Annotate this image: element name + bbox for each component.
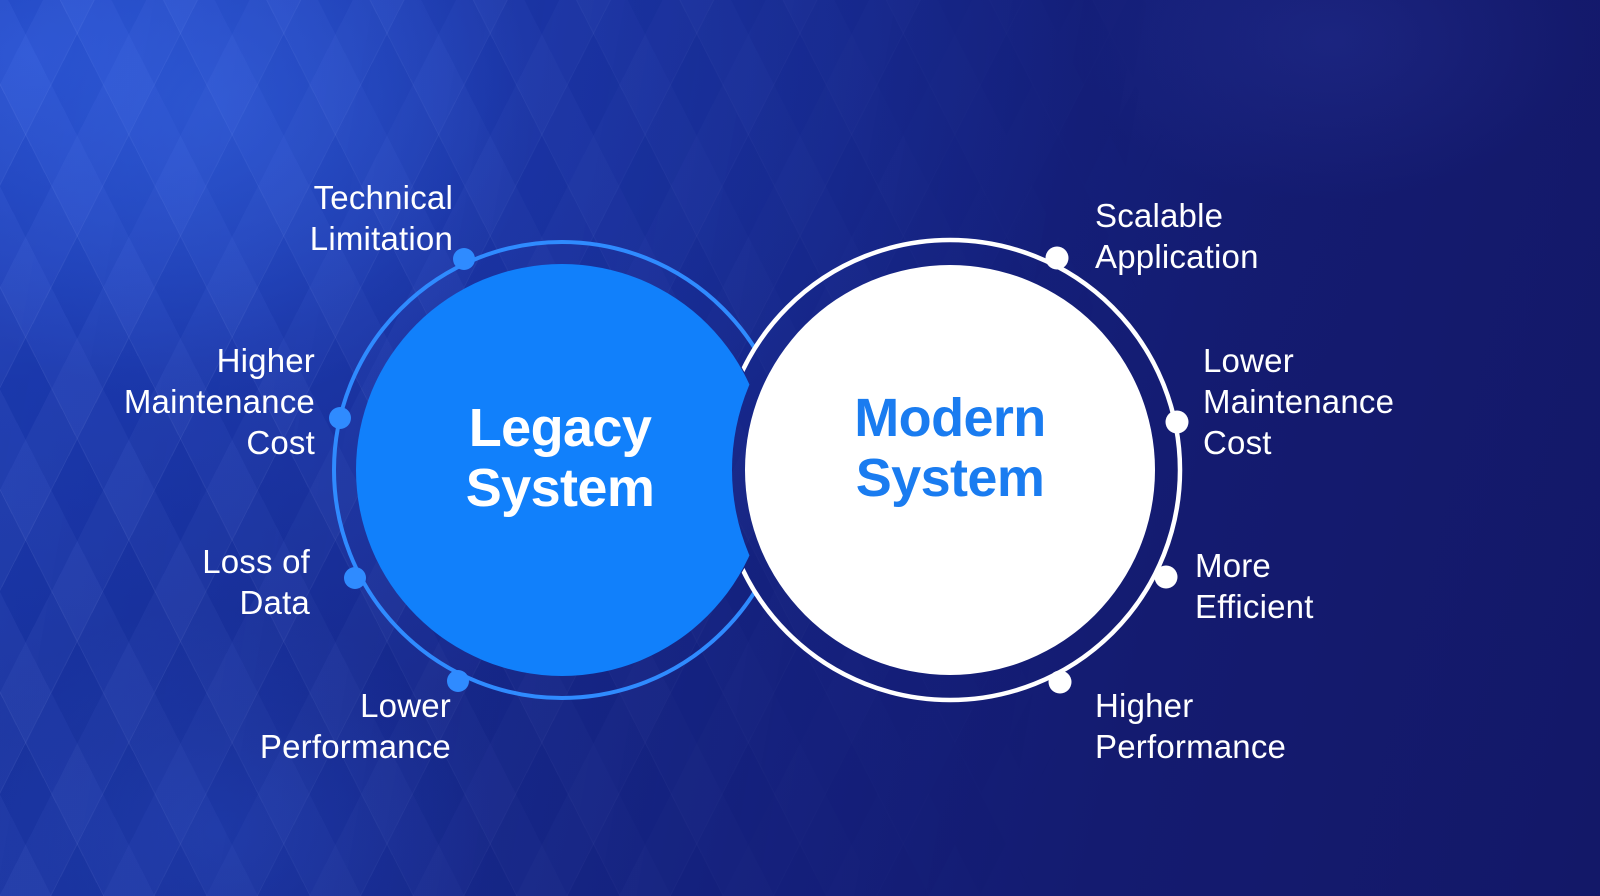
legacy-label-lower-performance: Lower Performance	[259, 687, 451, 765]
legacy-node-higher-maintenance-cost[interactable]	[329, 407, 351, 429]
modern-node-lower-maintenance-cost[interactable]	[1165, 410, 1189, 434]
modern-system-title: Modern System	[854, 388, 1046, 509]
modern-disc[interactable]	[745, 265, 1155, 675]
legacy-system-title: Legacy System	[465, 398, 655, 519]
modern-node-higher-performance[interactable]	[1048, 670, 1072, 694]
modern-label-scalable-application: Scalable Application	[1095, 197, 1259, 275]
modern-label-more-efficient: More Efficient	[1195, 547, 1314, 625]
legacy-label-loss-of-data: Loss of Data	[202, 543, 310, 621]
legacy-node-technical-limitation[interactable]	[453, 248, 475, 270]
modern-node-scalable-application[interactable]	[1045, 246, 1069, 270]
modern-node-more-efficient[interactable]	[1154, 565, 1178, 589]
legacy-node-lower-performance[interactable]	[447, 670, 469, 692]
modern-orbit-ring	[717, 237, 1183, 703]
modern-group	[717, 237, 1189, 703]
legacy-label-technical-limitation: Technical Limitation	[309, 179, 453, 257]
legacy-disc[interactable]	[356, 264, 768, 676]
legacy-label-higher-maintenance-cost: Higher Maintenance Cost	[123, 342, 315, 461]
modern-label-lower-maintenance-cost: Lower Maintenance Cost	[1203, 342, 1395, 461]
legacy-node-loss-of-data[interactable]	[344, 567, 366, 589]
modern-label-higher-performance: Higher Performance	[1095, 687, 1287, 765]
